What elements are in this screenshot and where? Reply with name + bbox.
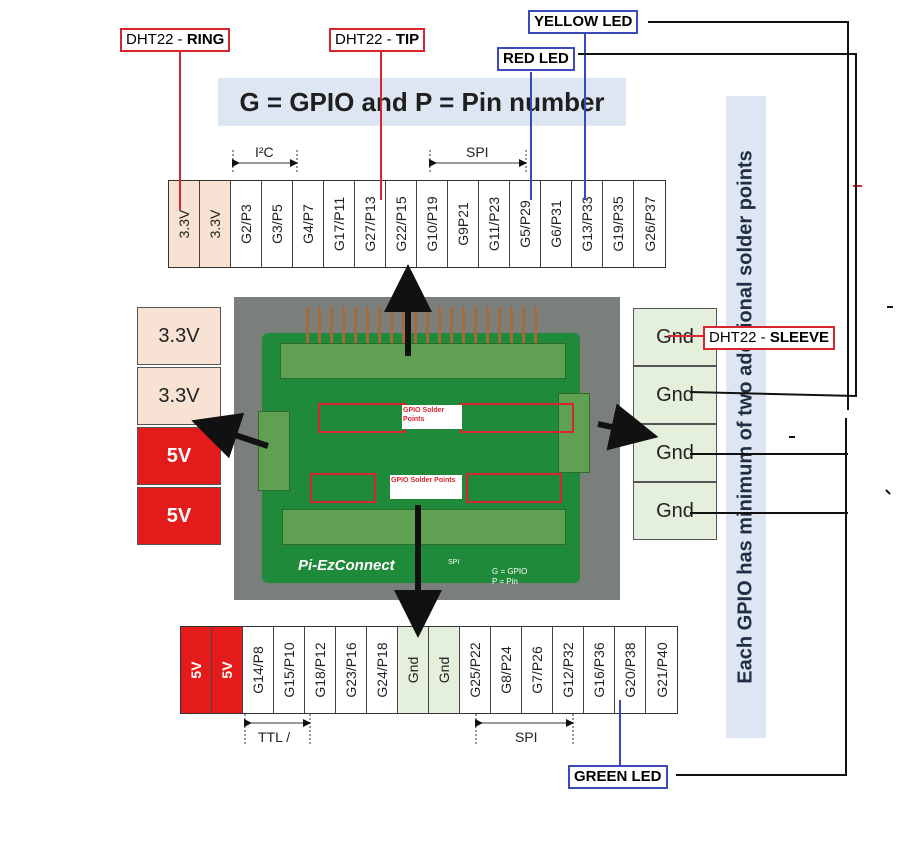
green-led-label: GREEN LED: [568, 765, 668, 789]
dht22-tip-label: DHT22 - TIP: [329, 28, 425, 52]
dht22-ring-label: DHT22 - RING: [120, 28, 230, 52]
tick-3: [886, 490, 890, 494]
yellow-route: [648, 22, 848, 410]
green-route: [676, 418, 846, 775]
yellow-led-label: YELLOW LED: [528, 10, 638, 34]
arrow-left: [214, 428, 268, 446]
arrow-right: [598, 424, 635, 432]
red-led-label: RED LED: [497, 47, 575, 71]
dht22-sleeve-label: DHT22 - SLEEVE: [703, 326, 835, 350]
